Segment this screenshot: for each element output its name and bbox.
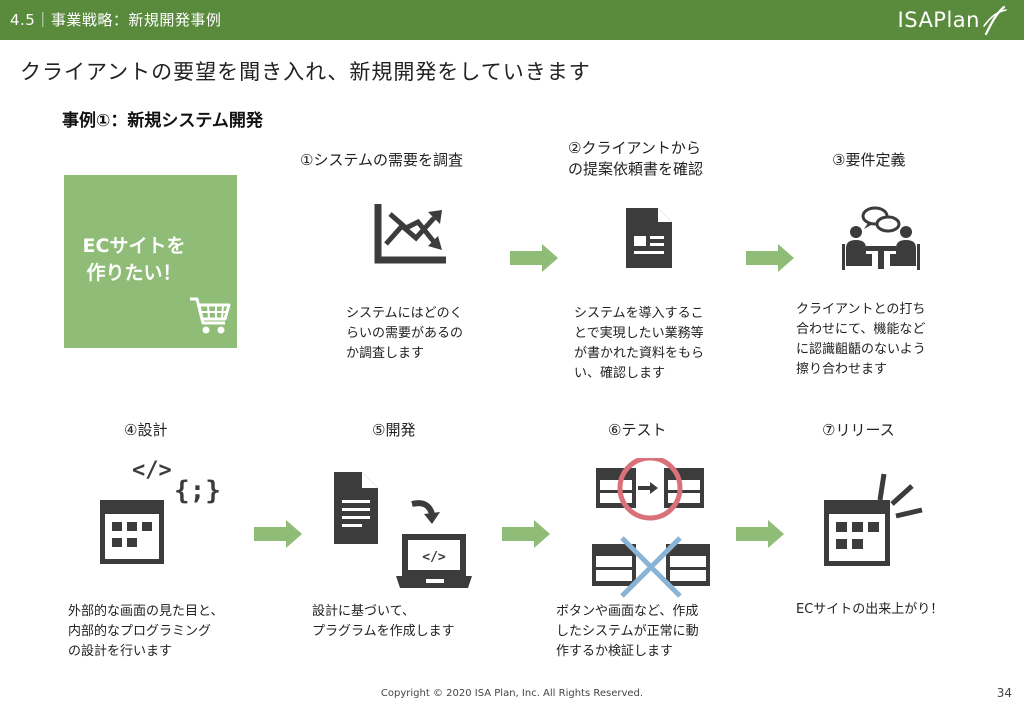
step-1-description: システムにはどのく らいの需要があるの か調査します — [346, 306, 464, 361]
section-title: 4.5｜事業戦略：新規開発事例 — [10, 11, 222, 29]
document-icon — [626, 208, 672, 268]
logo-text: ISAPlan — [897, 8, 980, 32]
page-number: 34 — [996, 686, 1012, 700]
step-3-title: ③要件定義 — [832, 151, 906, 169]
flow-arrow-3 — [254, 520, 302, 548]
logo-swoosh-icon — [983, 5, 1007, 36]
release-icon — [824, 473, 923, 566]
step-2-title: ②クライアントから の提案依頼書を確認 — [568, 139, 704, 178]
step-4-description: 外部的な画面の見た目と、 内部的なプログラミング の設計を行います — [68, 604, 224, 659]
step-2-description: システムを導入するこ とで実現したい業務等 が書かれた資料をもら い、確認します — [574, 306, 705, 381]
code-braces-symbol: {;} — [174, 476, 221, 506]
step-5-title: ⑤開発 — [372, 421, 416, 439]
flow-arrow-4 — [502, 520, 550, 548]
trend-chart-icon — [374, 204, 446, 264]
design-icon: </> {;} — [98, 458, 221, 570]
code-tag-symbol: </> — [132, 458, 172, 483]
ec-box-label: ECサイトを 作りたい！ — [82, 235, 186, 284]
app-window-icon — [100, 500, 164, 564]
step-7-description: ECサイトの出来上がり！ — [796, 602, 944, 617]
step-1-title: ①システムの需要を調査 — [300, 151, 463, 169]
meeting-icon — [842, 206, 920, 270]
step-7-title: ⑦リリース — [822, 421, 895, 439]
shopping-cart-icon — [190, 297, 231, 334]
pass-circle-icon — [617, 458, 683, 521]
step-5-description: 設計に基づいて、 プラグラムを作成します — [312, 604, 455, 639]
case-title: 事例①：新規システム開発 — [62, 111, 263, 131]
header-bar: 4.5｜事業戦略：新規開発事例 ISAPlan — [0, 0, 1024, 40]
company-logo: ISAPlan — [898, 3, 1008, 37]
copyright-notice: Copyright © 2020 ISA Plan, Inc. All Righ… — [380, 688, 644, 699]
flow-arrow-1 — [510, 244, 558, 272]
step-4-title: ④設計 — [124, 421, 168, 439]
flow-arrow-5 — [736, 520, 784, 548]
test-icon — [592, 458, 710, 598]
ec-site-request-box: ECサイトを 作りたい！ — [64, 175, 237, 348]
step-3-description: クライアントとの打ち 合わせにて、機能など に認識齟齬のないよう 擦り合わせます — [796, 302, 926, 377]
development-icon: </> — [334, 472, 472, 588]
step-6-title: ⑥テスト — [608, 421, 667, 439]
page-headline: クライアントの要望を聞き入れ、新規開発をしていきます — [20, 60, 591, 84]
laptop-code-symbol: </> — [422, 550, 446, 565]
step-6-description: ボタンや画面など、作成 したシステムが正常に動 作するか検証します — [556, 604, 699, 659]
flow-arrow-2 — [746, 244, 794, 272]
